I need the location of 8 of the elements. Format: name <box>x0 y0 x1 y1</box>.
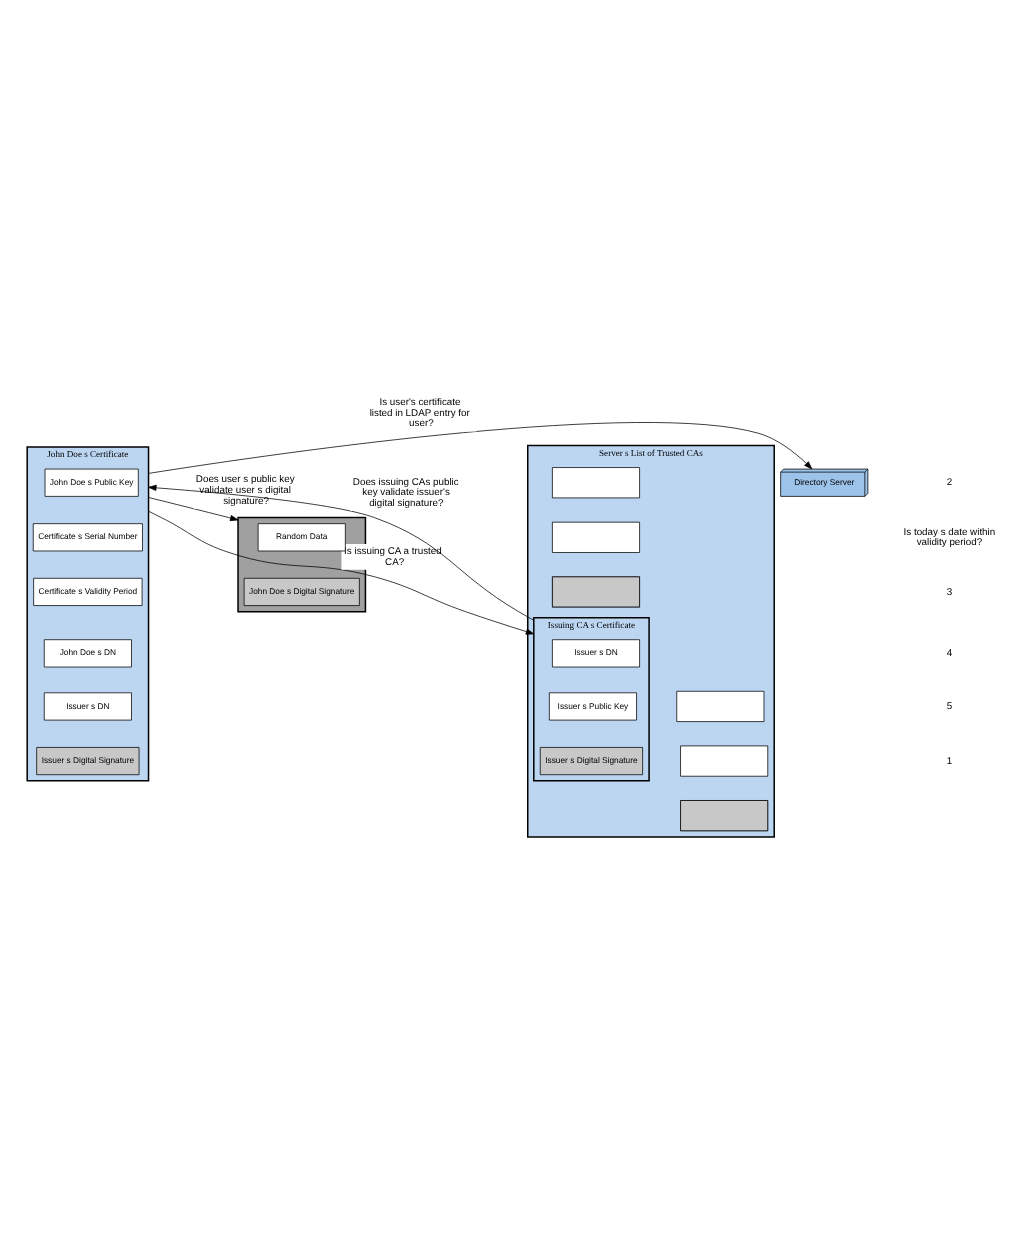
node-box <box>552 521 640 553</box>
arrow <box>148 422 813 474</box>
arrow <box>148 497 239 521</box>
arrow <box>148 484 535 621</box>
node-box <box>552 467 640 499</box>
node-box <box>676 690 765 722</box>
node-box <box>680 745 769 777</box>
arrow <box>148 510 535 635</box>
